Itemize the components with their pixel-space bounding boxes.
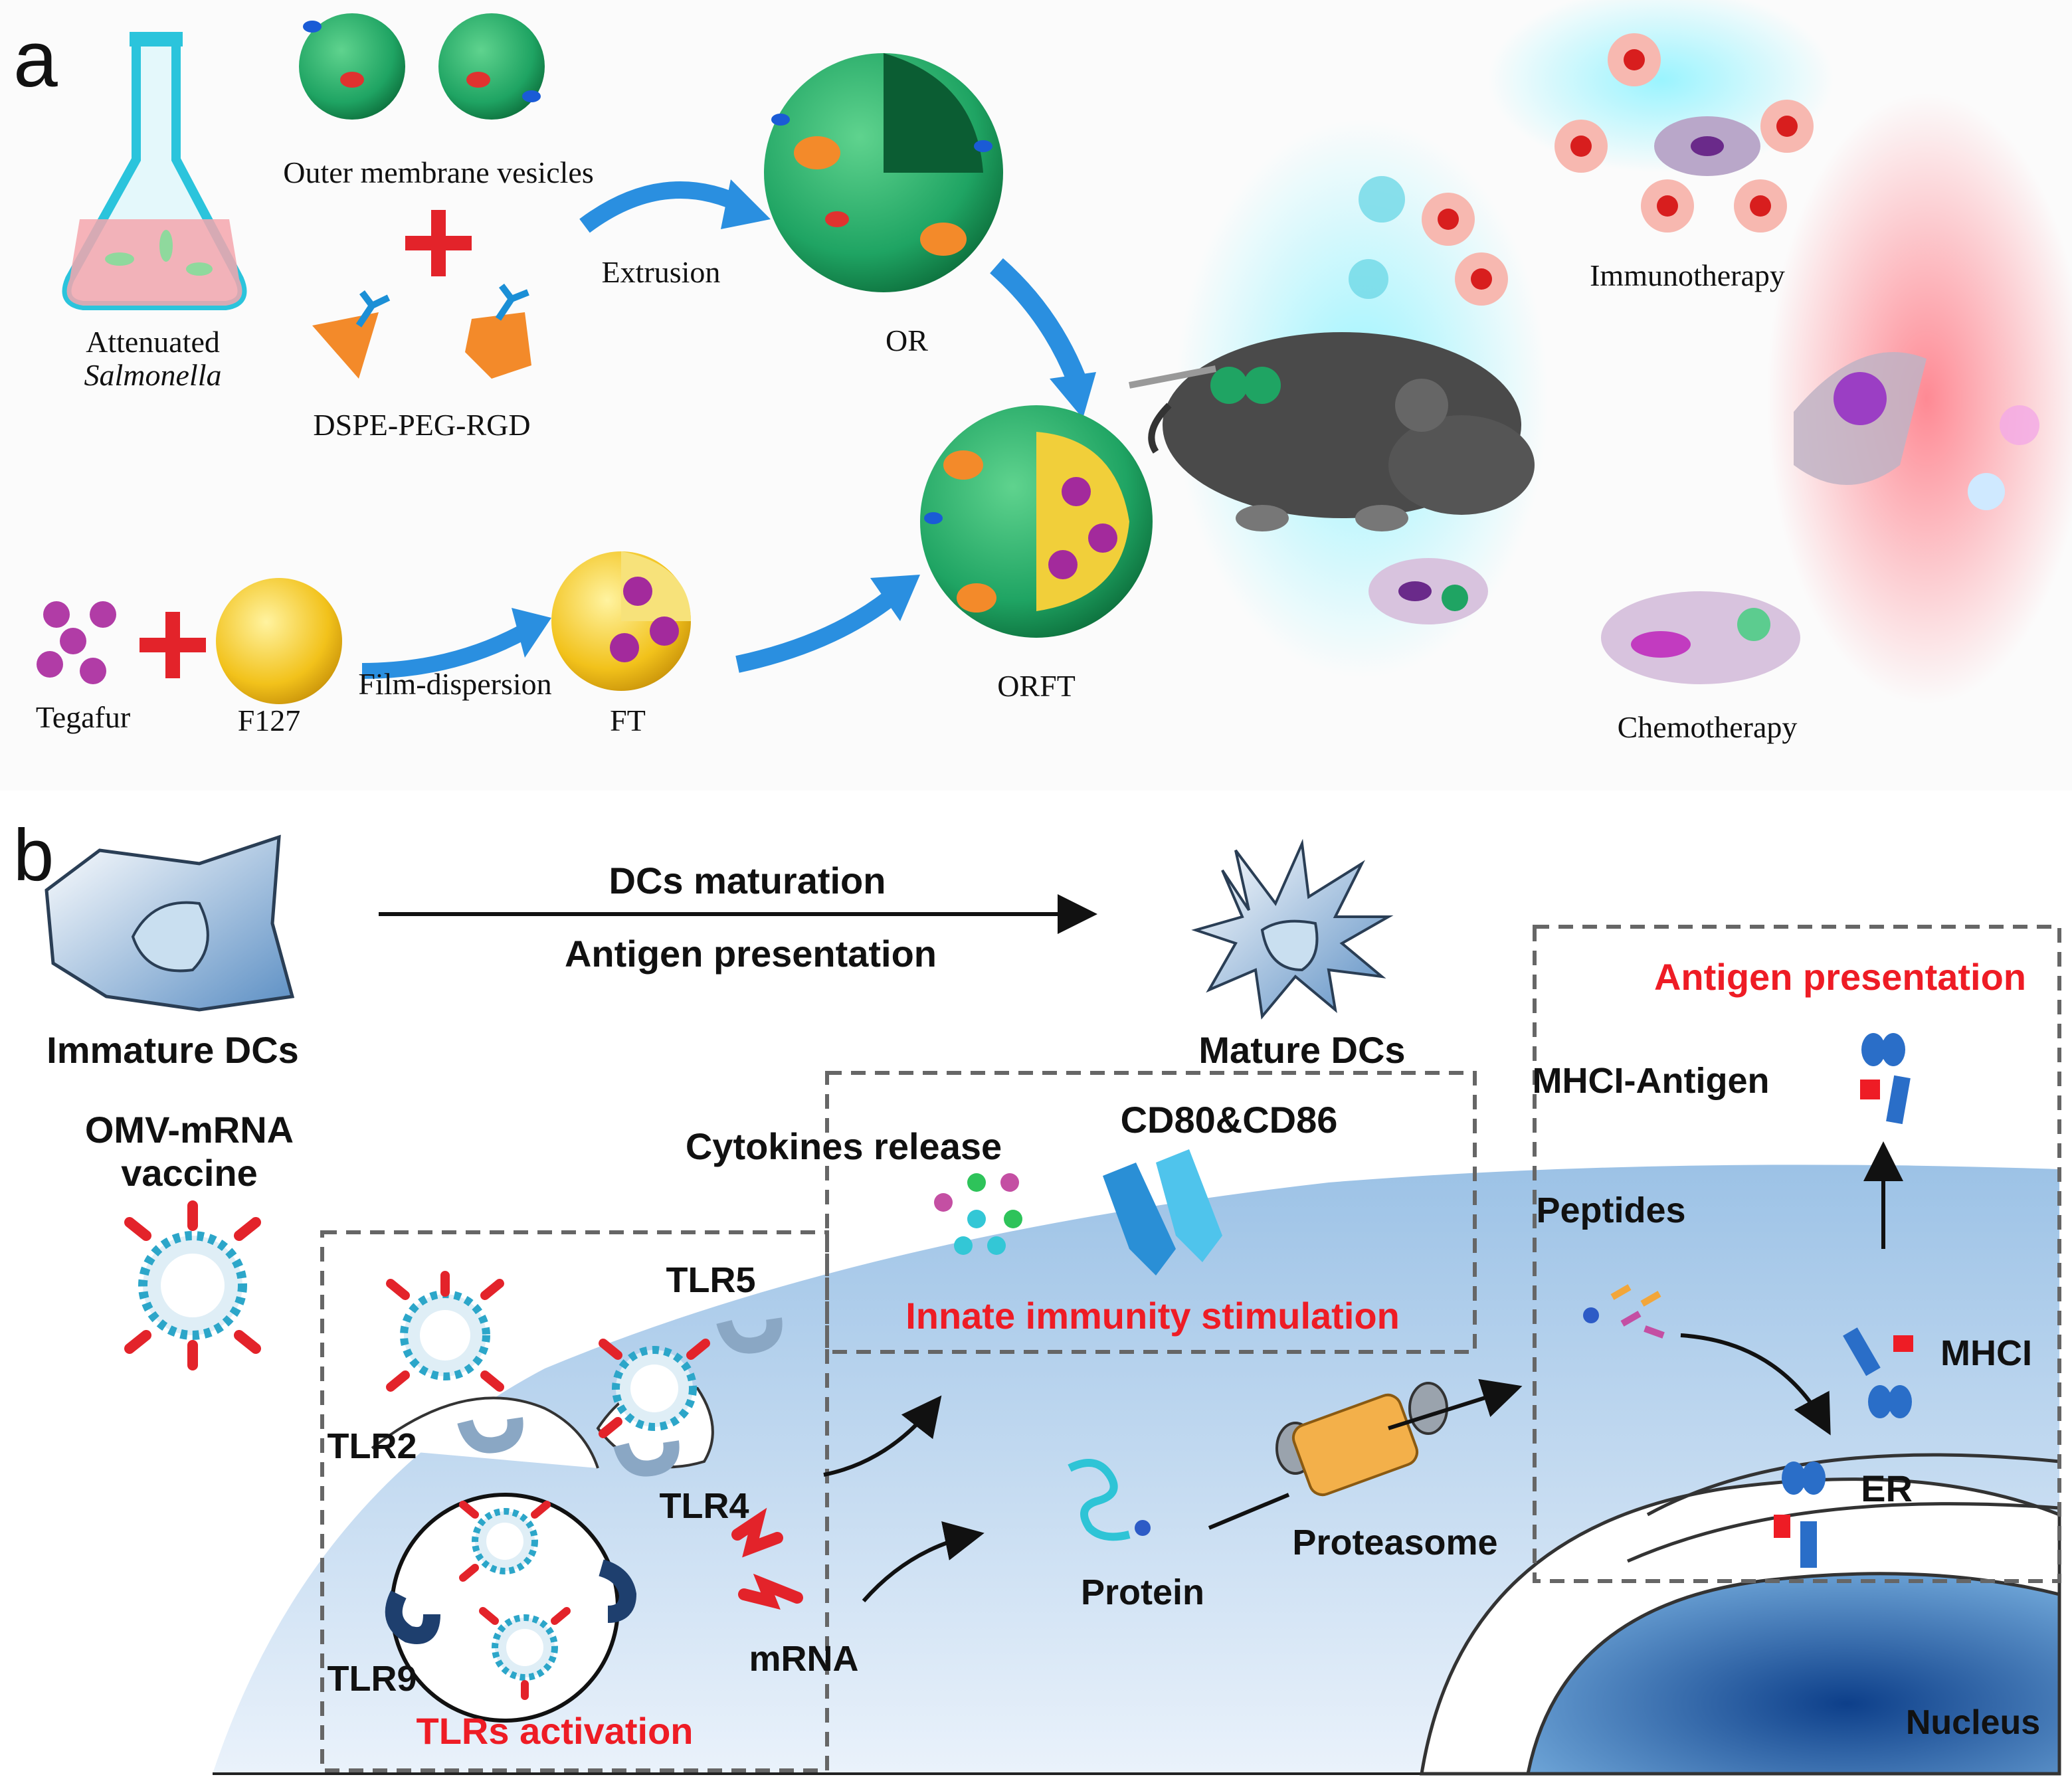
mhci-antigen-label: MHCI-Antigen: [1533, 1061, 1770, 1101]
mrna-strands-icon: [731, 1507, 803, 1610]
dspe-label: DSPE-PEG-RGD: [313, 408, 530, 442]
f127-micelle-icon: [216, 578, 342, 704]
ft-micelle-icon: [551, 551, 691, 691]
panel-b: b Immature DCs DCs maturation Antigen pr…: [13, 814, 2061, 1776]
salmonella-label: Salmonella: [84, 358, 222, 392]
or-to-orft-arrowhead: [1050, 372, 1096, 419]
tlr-to-innate-arrow: [823, 1395, 942, 1477]
protein-label: Protein: [1081, 1572, 1204, 1612]
mrna-label: mRNA: [749, 1639, 858, 1679]
attenuated-label: Attenuated: [86, 325, 220, 359]
proteasome-to-peptides-arrow: [1388, 1378, 1523, 1430]
tegafur-molecules-icon: [37, 601, 116, 684]
cytokines-label: Cytokines release: [686, 1125, 1002, 1167]
red-glow: [1767, 93, 2072, 704]
tlrs-activation-label: TLRs activation: [417, 1710, 694, 1752]
vaccine-label: vaccine: [121, 1152, 258, 1194]
f127-label: F127: [238, 704, 301, 737]
tumor-cell-icon: [1349, 176, 1508, 306]
tlr2-label: TLR2: [328, 1426, 417, 1466]
extrusion-label: Extrusion: [602, 255, 721, 289]
protein-to-proteasome-line: [1208, 1493, 1290, 1530]
immature-dc-nucleus: [131, 901, 209, 973]
orft-label: ORFT: [997, 669, 1076, 703]
innate-immunity-label: Innate immunity stimulation: [905, 1295, 1400, 1337]
chemotherapy-label: Chemotherapy: [1618, 710, 1798, 744]
tumor-cell-icon: [1368, 558, 1488, 624]
proteasome-label: Proteasome: [1292, 1523, 1497, 1562]
omv-particle-icon: [599, 1339, 710, 1438]
film-dispersion-arrowhead: [512, 608, 551, 658]
ft-label: FT: [610, 704, 646, 737]
omv-particle-icon: [479, 1607, 571, 1700]
immune-cells-icon: [1554, 33, 1814, 233]
omv-mrna-vaccine-icon: [124, 1200, 261, 1370]
film-dispersion-arrow: [361, 624, 529, 679]
endocytosis-membrane: [371, 1396, 599, 1469]
omv-particle-icon: [459, 1501, 551, 1582]
ft-to-orft-arrowhead: [870, 575, 920, 621]
ft-to-orft-arrow: [735, 591, 895, 673]
or-label: OR: [886, 324, 928, 357]
tlr4-label: TLR4: [660, 1486, 749, 1526]
er-mhci-icon: [1774, 1461, 1826, 1568]
cd80-cd86-label: CD80&CD86: [1121, 1099, 1338, 1141]
chemo-cell-icon: [1601, 591, 1800, 684]
extrusion-arrowhead: [721, 179, 771, 229]
tlr5-label: TLR5: [666, 1260, 756, 1300]
protein-terminus: [1135, 1520, 1151, 1536]
or-to-orft-arrow: [990, 258, 1085, 383]
flask-icon: [62, 32, 247, 310]
maturation-label: DCs maturation: [609, 860, 886, 901]
peptides-label: Peptides: [1536, 1190, 1685, 1230]
omv-particle-icon: [386, 1271, 504, 1392]
antigen-presentation-arrow-label: Antigen presentation: [565, 933, 937, 975]
orft-vesicle-icon: [920, 405, 1153, 638]
tlr4-receptor-icon: [613, 1440, 680, 1477]
tlr2-receptor-icon: [457, 1417, 523, 1454]
mhci-antigen-complex-icon: [1860, 1033, 1911, 1125]
immature-dc-label: Immature DCs: [47, 1029, 299, 1071]
extrusion-arrow: [579, 181, 748, 233]
mature-dc-label: Mature DCs: [1198, 1029, 1405, 1071]
mhci-icon: [1843, 1327, 1913, 1418]
plus-icon: [140, 612, 206, 678]
cytokines-icon: [934, 1173, 1022, 1255]
plus-icon: [405, 210, 472, 276]
omv-vesicle-icon: [438, 13, 545, 120]
panel-b-letter: b: [13, 814, 54, 896]
film-dispersion-label: Film-dispersion: [358, 667, 551, 701]
tlrs-activation-box: [320, 1230, 829, 1772]
tlr5-receptor-icon: [716, 1317, 783, 1354]
immunotherapy-label: Immunotherapy: [1590, 258, 1785, 292]
nucleus-icon: [1420, 1477, 2061, 1776]
omv-vesicle-icon: [299, 13, 405, 120]
mhci-label: MHCI: [1940, 1333, 2032, 1373]
protein-icon: [1068, 1459, 1131, 1541]
tlr9-label: TLR9: [328, 1659, 417, 1699]
dying-cell-icon: [1794, 352, 2039, 510]
proteasome-icon: [1275, 1382, 1448, 1497]
peptides-icon: [1583, 1284, 1665, 1339]
omv-label: Outer membrane vesicles: [283, 155, 593, 189]
panel-a: a Attenuated Salmonella Outer membrane v…: [0, 0, 2072, 791]
cd80-cd86-receptor-icon: [1103, 1149, 1222, 1275]
tegafur-label: Tegafur: [36, 700, 130, 734]
mrna-to-protein-arrow: [862, 1521, 985, 1602]
mouse-icon: [1129, 332, 1535, 531]
omv-mrna-label: OMV-mRNA: [85, 1109, 294, 1151]
dspe-peg-rgd-icon: [312, 284, 531, 379]
er-membrane: [1626, 1453, 2060, 1563]
tlr9-receptor-icon: [385, 1559, 637, 1644]
er-label: ER: [1861, 1467, 1913, 1509]
or-vesicle-icon: [764, 53, 1003, 292]
antigen-presentation-box-label: Antigen presentation: [1654, 956, 2026, 998]
peptide-to-er-arrow: [1680, 1333, 1831, 1436]
antigen-presentation-box: [1533, 925, 2061, 1583]
innate-immunity-box: [825, 1071, 1477, 1354]
nucleus-label: Nucleus: [1906, 1703, 2040, 1742]
mature-dc-icon: [1191, 838, 1394, 1020]
panel-a-letter: a: [13, 15, 58, 104]
